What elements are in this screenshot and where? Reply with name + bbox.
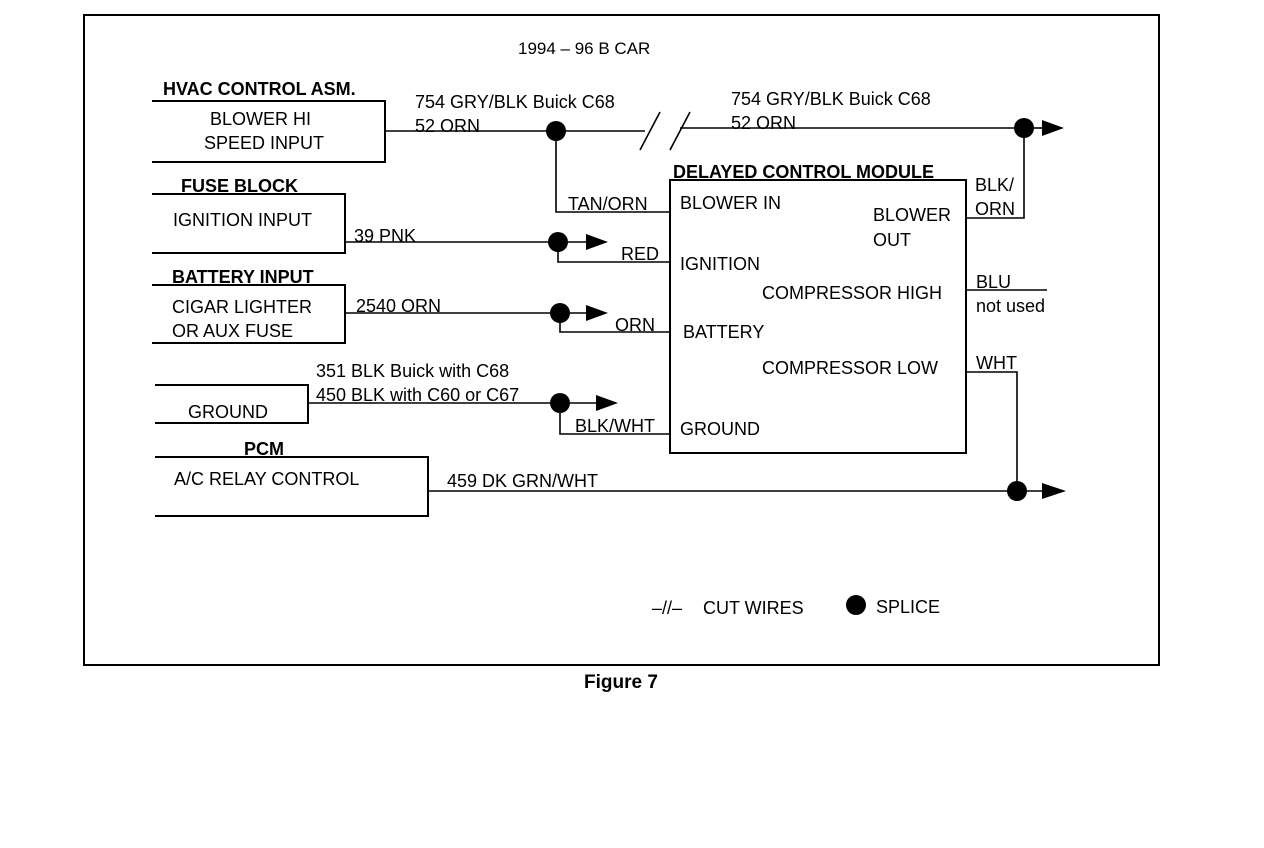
module-box — [669, 179, 967, 454]
pcm-header: PCM — [244, 439, 284, 459]
ground-wire-label-a: 351 BLK Buick with C68 — [316, 361, 509, 381]
battery-wire-label: 2540 ORN — [356, 296, 441, 316]
pcm-label: A/C RELAY CONTROL — [174, 469, 359, 489]
fuse-box — [152, 193, 346, 254]
blk-wht-wire — [559, 403, 670, 435]
legend-cut-label: CUT WIRES — [703, 598, 804, 618]
ground-label: GROUND — [188, 402, 268, 422]
module-blower-out-2: OUT — [873, 230, 911, 250]
tan-orn-wire — [555, 131, 670, 213]
battery-arrow — [586, 305, 608, 321]
orn-wire — [559, 313, 670, 333]
cut-mark-2 — [669, 111, 691, 151]
legend-splice-dot — [846, 595, 866, 615]
blk-wht-label: BLK/WHT — [575, 416, 655, 436]
blower-out-arrow — [1042, 120, 1064, 136]
pcm-box — [155, 456, 429, 517]
module-comp-high: COMPRESSOR HIGH — [762, 283, 942, 303]
module-battery: BATTERY — [683, 322, 764, 342]
battery-label-1: CIGAR LIGHTER — [172, 297, 312, 317]
hvac-label-2: SPEED INPUT — [204, 133, 324, 153]
blk-orn-wire — [966, 128, 1025, 219]
blk-orn-label-2: ORN — [975, 199, 1015, 219]
tan-orn-label: TAN/ORN — [568, 194, 648, 214]
far-wire-label-b: 52 ORN — [731, 113, 796, 133]
module-ignition: IGNITION — [680, 254, 760, 274]
ignition-wire-label: 39 PNK — [354, 226, 416, 246]
hvac-header: HVAC CONTROL ASM. — [163, 79, 356, 99]
module-blower-out-1: BLOWER — [873, 205, 951, 225]
wht-wire — [966, 371, 1018, 491]
figure-caption: Figure 7 — [584, 672, 658, 693]
module-blower-in: BLOWER IN — [680, 193, 781, 213]
far-wire-label-a: 754 GRY/BLK Buick C68 — [731, 89, 931, 109]
ground-box — [155, 384, 309, 424]
orn-label: ORN — [615, 315, 655, 335]
battery-box — [152, 284, 346, 344]
ignition-arrow — [586, 234, 608, 250]
module-comp-low: COMPRESSOR LOW — [762, 358, 938, 378]
wht-label: WHT — [976, 353, 1017, 373]
hvac-wire-label-a: 754 GRY/BLK Buick C68 — [415, 92, 615, 112]
module-header: DELAYED CONTROL MODULE — [673, 162, 934, 182]
pcm-arrow — [1042, 483, 1066, 499]
legend-cut-symbol: –//– — [652, 598, 682, 618]
hvac-wire-label-b: 52 ORN — [415, 116, 480, 136]
cut-mark-1 — [639, 111, 661, 151]
ground-arrow — [596, 395, 618, 411]
red-label: RED — [621, 244, 659, 264]
not-used-label: not used — [976, 296, 1045, 316]
fuse-header: FUSE BLOCK — [181, 176, 298, 196]
ground-wire-label-b: 450 BLK with C60 or C67 — [316, 385, 519, 405]
red-wire — [557, 242, 670, 263]
module-ground: GROUND — [680, 419, 760, 439]
diagram-frame — [83, 14, 1160, 666]
blu-label: BLU — [976, 272, 1011, 292]
battery-header: BATTERY INPUT — [172, 267, 314, 287]
hvac-label-1: BLOWER HI — [210, 109, 311, 129]
battery-label-2: OR AUX FUSE — [172, 321, 293, 341]
fuse-label: IGNITION INPUT — [173, 210, 312, 230]
legend-splice-label: SPLICE — [876, 597, 940, 617]
diagram-title: 1994 – 96 B CAR — [518, 39, 650, 58]
blk-orn-label-1: BLK/ — [975, 175, 1014, 195]
pcm-wire-label: 459 DK GRN/WHT — [447, 471, 598, 491]
